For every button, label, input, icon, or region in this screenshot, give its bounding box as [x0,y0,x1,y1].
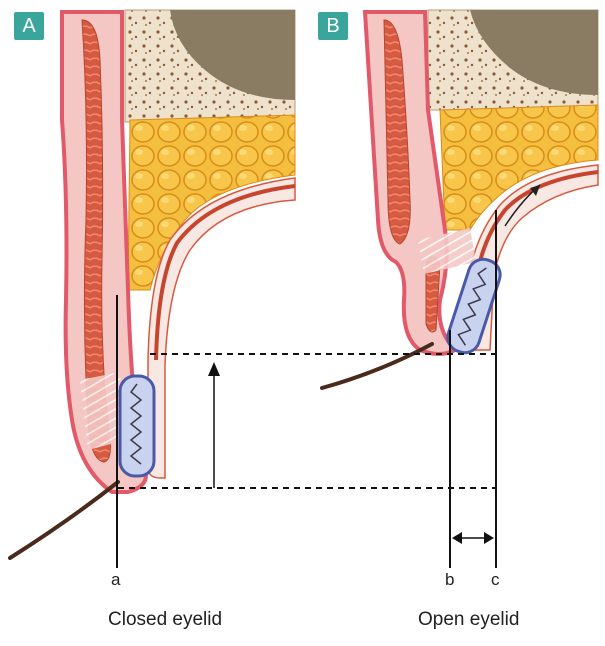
panel-b-badge: B [318,12,348,40]
eyelash [322,344,432,388]
shift-arrow-left-icon [452,532,462,544]
panel-a-badge: A [14,12,44,40]
caption-closed-eyelid: Closed eyelid [108,609,222,631]
lift-arrow-up-icon [208,362,220,376]
eyelash [10,482,118,558]
panel-b-illustration [322,10,598,388]
panel-a-illustration [10,10,295,558]
line-label-b: b [445,570,454,590]
caption-open-eyelid: Open eyelid [418,609,519,631]
shift-arrow-right-icon [484,532,494,544]
line-label-c: c [491,570,500,590]
line-label-a: a [111,570,120,590]
